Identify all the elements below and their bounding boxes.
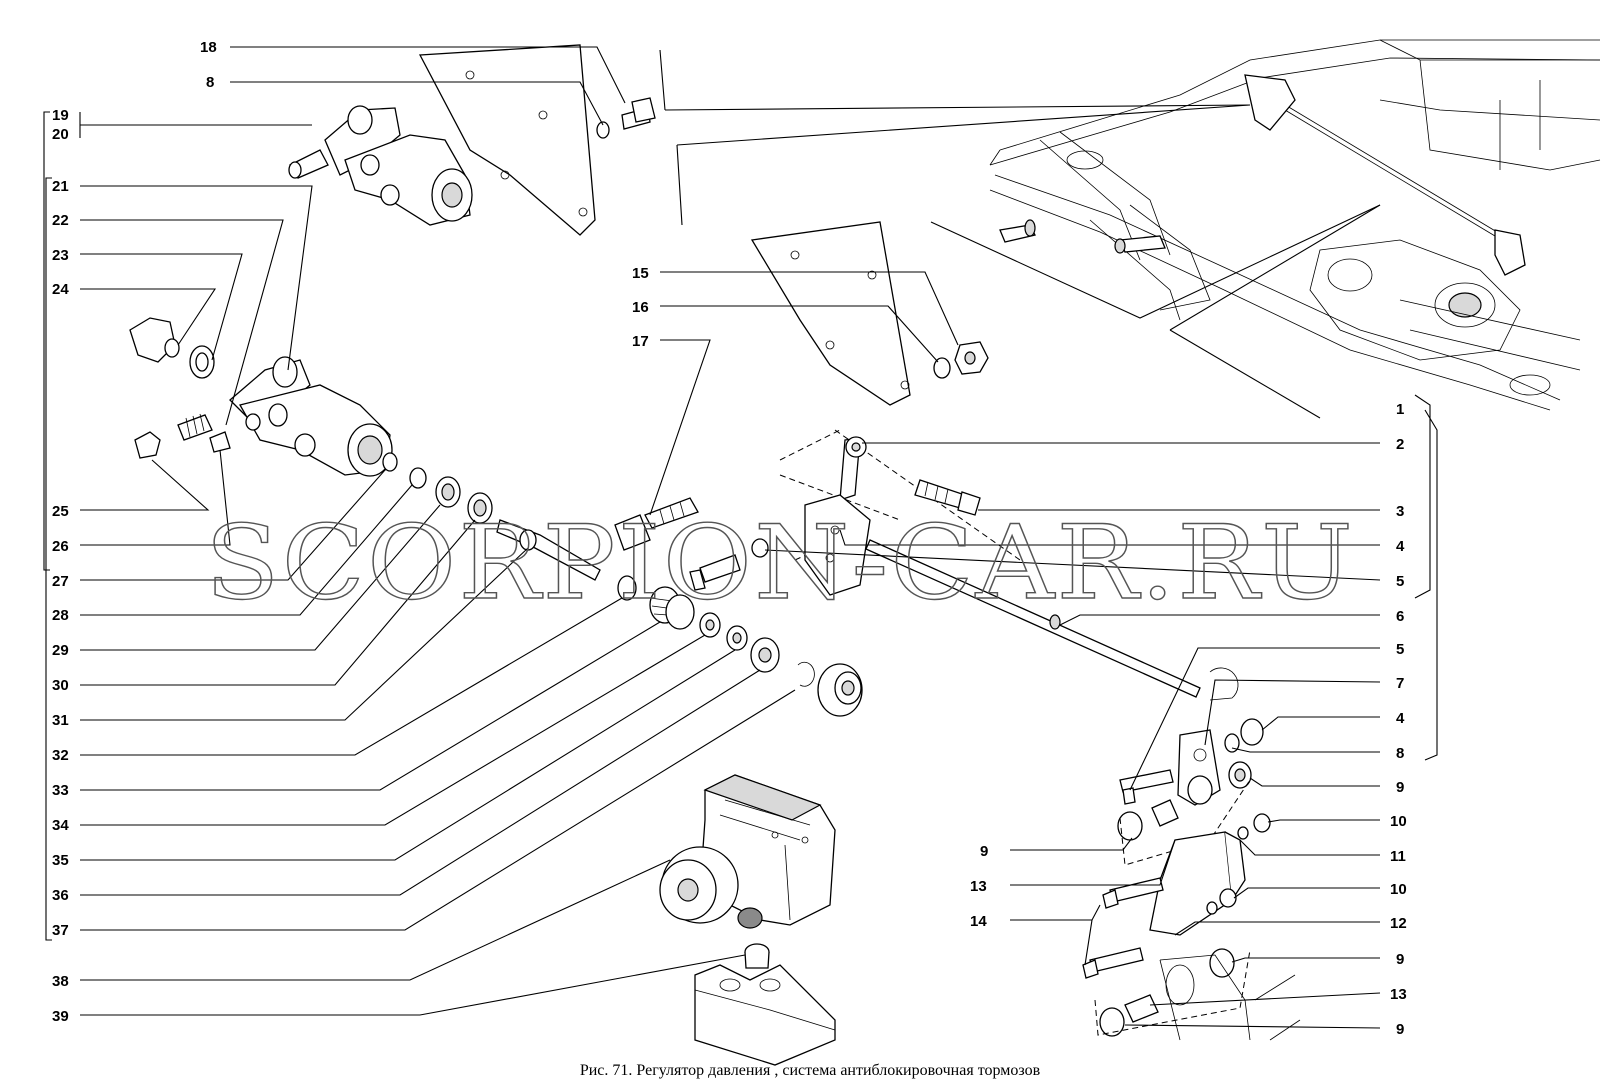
callout-35: 35 (52, 852, 69, 869)
nut-4 (1240, 718, 1264, 746)
cap-38 (817, 663, 863, 717)
group-bracket-1-8 (1424, 409, 1438, 761)
callout-1: 1 (1396, 401, 1404, 418)
mounting-plate-lower (750, 221, 911, 406)
callout-36: 36 (52, 887, 69, 904)
callout-28: 28 (52, 607, 69, 624)
callout-16: 16 (632, 299, 649, 316)
callout-3: 3 (1396, 503, 1404, 520)
callout-38: 38 (52, 973, 69, 990)
watermark: SCORPION-CAR.RU (205, 504, 1355, 623)
callout-26: 26 (52, 538, 69, 555)
callout-34: 34 (52, 817, 69, 834)
bushing-9c (1209, 948, 1235, 978)
spring-33 (649, 586, 695, 630)
callout-4: 4 (1396, 538, 1405, 555)
callout-4b: 4 (1396, 710, 1405, 727)
cap-25 (134, 431, 161, 459)
figure-caption: Рис. 71. Регулятор давления , система ан… (579, 1062, 1041, 1079)
callout-9d: 9 (980, 843, 988, 860)
callouts-left: 18 8 19 20 21 22 23 24 25 26 27 28 29 30… (52, 39, 217, 1025)
callout-18: 18 (200, 39, 217, 56)
ring-28 (409, 467, 427, 489)
callout-15: 15 (632, 265, 649, 282)
callouts-mid: 15 16 17 (632, 265, 649, 350)
callout-25: 25 (52, 503, 69, 520)
bracket-assembly-lower (1082, 718, 1301, 1041)
callout-9b: 9 (1396, 951, 1404, 968)
callout-7: 7 (1396, 675, 1404, 692)
callout-2: 2 (1396, 436, 1404, 453)
callout-10: 10 (1390, 813, 1407, 830)
callout-11: 11 (1390, 848, 1406, 865)
bushing-9d (1099, 1007, 1125, 1037)
ring-27 (382, 452, 398, 472)
callout-13b: 13 (970, 878, 987, 895)
callout-6: 6 (1396, 608, 1404, 625)
callout-10b: 10 (1390, 881, 1407, 898)
pressure-regulator-upper (288, 105, 473, 226)
bolt-17 (614, 514, 651, 551)
rod-6 (865, 539, 1239, 701)
callout-29: 29 (52, 642, 69, 659)
nut-10a (1253, 813, 1271, 833)
callout-9: 9 (1396, 779, 1404, 796)
spring-22 (177, 414, 213, 441)
callout-37: 37 (52, 922, 69, 939)
callout-20: 20 (52, 126, 69, 143)
callout-5: 5 (1396, 573, 1404, 590)
callout-33: 33 (52, 782, 69, 799)
callout-5b: 5 (1396, 641, 1404, 658)
leader-lines (80, 46, 1381, 1029)
washer-16 (933, 357, 951, 379)
callout-13: 13 (1390, 986, 1407, 1003)
callout-21: 21 (52, 178, 69, 195)
callout-12: 12 (1390, 915, 1407, 932)
ring-32 (617, 575, 637, 601)
callout-8: 8 (1396, 745, 1404, 762)
callout-17: 17 (632, 333, 649, 350)
pressure-regulator-exploded (229, 356, 393, 477)
washer-8 (1224, 733, 1240, 753)
bolt-18-upper (596, 97, 656, 139)
bushing-9b (1117, 811, 1143, 841)
callout-8-top: 8 (206, 74, 214, 91)
callout-27: 27 (52, 573, 69, 590)
lever-assembly (689, 429, 1021, 596)
callout-14: 14 (970, 913, 987, 930)
grommet-39 (744, 943, 770, 969)
callout-9c: 9 (1396, 1021, 1404, 1038)
abs-modulator-unit (659, 774, 836, 929)
callout-22: 22 (52, 212, 69, 229)
callout-19: 19 (52, 107, 69, 124)
callout-24: 24 (52, 281, 69, 298)
snap-ring-37 (797, 661, 815, 687)
plug-26 (209, 431, 231, 453)
callout-30: 30 (52, 677, 69, 694)
nut-10b (1219, 888, 1237, 908)
vehicle-frame-illustration (989, 39, 1601, 411)
callout-31: 31 (52, 712, 69, 729)
abs-bracket (694, 964, 836, 1066)
callouts-right: 1 2 3 4 5 6 5 7 4 8 9 10 11 10 12 9 13 9… (970, 401, 1407, 1038)
group-bracket-21-37 (45, 177, 52, 941)
callout-32: 32 (52, 747, 69, 764)
group-bracket-19-20 (43, 111, 50, 571)
callout-39: 39 (52, 1008, 69, 1025)
mounting-plate-upper (418, 44, 596, 236)
callout-23: 23 (52, 247, 69, 264)
